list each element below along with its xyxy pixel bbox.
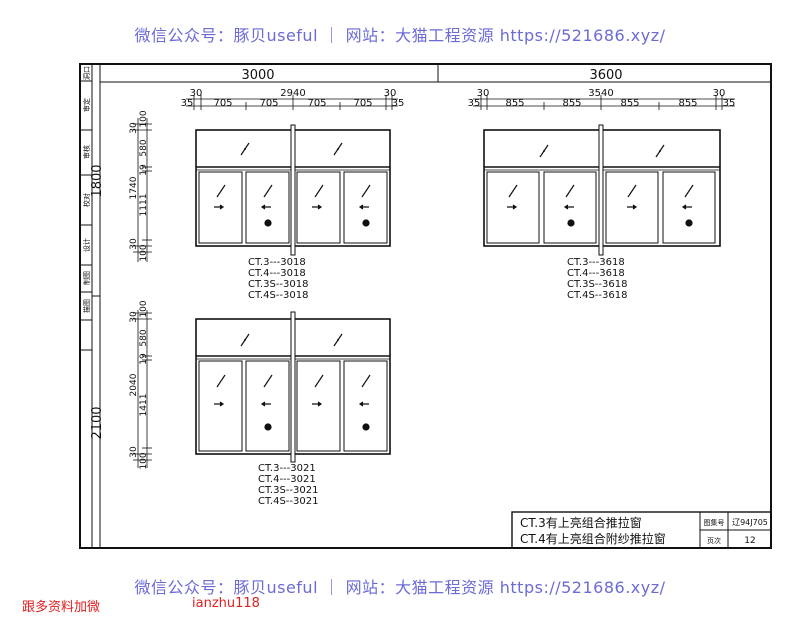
- vdim-3021-2: 30: [129, 311, 139, 323]
- label-3618-1: CT.3---3618: [567, 257, 625, 268]
- strip-label-1: 审定: [82, 98, 91, 112]
- margin-right-3618: 35: [723, 98, 736, 109]
- panel-dim-3018-3: 705: [307, 98, 326, 109]
- vdim-total-3021: 2040: [129, 373, 139, 396]
- offset-right-3018: 30: [384, 88, 397, 99]
- margin-left-3018: 35: [181, 98, 194, 109]
- label-3018-1: CT.3---3018: [248, 257, 306, 268]
- panel-dim-3618-2: 855: [562, 98, 581, 109]
- panel-dim-3018-2: 705: [259, 98, 278, 109]
- offset-right-3618: 30: [713, 88, 726, 99]
- sheet-border: [79, 63, 772, 549]
- vdim-3018-3: 580: [139, 139, 149, 156]
- glass-marks-3018: [214, 142, 371, 227]
- vdim-total-3018: 1740: [129, 176, 139, 199]
- strip-label-4: 设计: [82, 238, 91, 252]
- panel-dim-3018-4: 705: [353, 98, 372, 109]
- promo-text-left: 跟多资料加微: [22, 600, 101, 615]
- atlas-number: 辽94J705: [732, 518, 768, 527]
- glass-marks-3021: [214, 333, 371, 431]
- window-3618: 30 3540 30 35 855 855 855 855 35: [468, 88, 736, 301]
- panel-dim-3018-1: 705: [213, 98, 232, 109]
- label-3618-2: CT.4---3618: [567, 268, 625, 279]
- label-3021-3: CT.3S--3021: [258, 485, 318, 496]
- overall-3618: 3540: [588, 88, 613, 99]
- column-width-3600: 3600: [589, 68, 622, 83]
- label-3021-1: CT.3---3021: [258, 463, 316, 474]
- vdim-3018-5: 1111: [139, 194, 149, 217]
- vdim-3018-2: 30: [129, 122, 139, 134]
- offset-left-3018: 30: [190, 88, 203, 99]
- vdim-3021-1: 100: [139, 300, 149, 317]
- label-3021-4: CT.4S--3021: [258, 496, 318, 507]
- atlas-label: 图集号: [704, 518, 725, 527]
- window-3021: 100 30 580 19 2040 1411 30 100: [129, 300, 391, 507]
- vdim-3021-4: 19: [139, 353, 149, 365]
- strip-label-6: 描图: [82, 299, 91, 313]
- column-width-3000: 3000: [241, 68, 274, 83]
- vdim-3021-6: 30: [129, 446, 139, 458]
- panel-dim-3618-3: 855: [620, 98, 639, 109]
- dim-horizontal-3018: [186, 95, 398, 110]
- title-block: CT.3有上亮组合推拉窗 CT.4有上亮组合附纱推拉窗 图集号 辽94J705 …: [511, 511, 772, 549]
- title-line-2: CT.4有上亮组合附纱推拉窗: [520, 531, 666, 546]
- promo-text-right: ianzhu118: [192, 596, 260, 611]
- vdim-3018-6: 30: [129, 238, 139, 250]
- label-3021-2: CT.4---3021: [258, 474, 316, 485]
- window-3018: 30 2940 30 35 705 705 705 705 35 100 30: [129, 88, 404, 301]
- watermark-top: 微信公众号：豚贝useful ｜ 网站：大猫工程资源 https://52168…: [134, 26, 666, 45]
- margin-right-3018: 35: [392, 98, 405, 109]
- vdim-3021-7: 100: [139, 452, 149, 469]
- strip-label-5: 制图: [82, 271, 91, 285]
- offset-left-3618: 30: [477, 88, 490, 99]
- overall-3018: 2940: [280, 88, 305, 99]
- dim-vertical-3018: [133, 118, 152, 262]
- window-frame-3618: [483, 124, 721, 256]
- label-3618-4: CT.4S--3618: [567, 290, 627, 301]
- strip-label-3: 校对: [82, 193, 91, 207]
- dim-vertical-3021: [133, 310, 152, 468]
- margin-left-3618: 35: [468, 98, 481, 109]
- window-frame-3018: [195, 124, 391, 256]
- row-height-1800: 1800: [90, 164, 105, 197]
- page-label: 页次: [707, 536, 721, 545]
- row-height-2100: 2100: [90, 406, 105, 439]
- vdim-3018-4: 19: [139, 164, 149, 176]
- vdim-3021-3: 580: [139, 329, 149, 346]
- panel-dim-3618-4: 855: [678, 98, 697, 109]
- page-number: 12: [744, 536, 755, 546]
- vdim-3018-7: 100: [139, 244, 149, 261]
- left-strip: 洞口 审定 审核 校对 设计 制图 描图 1800 2100: [80, 64, 105, 548]
- title-line-1: CT.3有上亮组合推拉窗: [520, 515, 642, 530]
- strip-label-2: 审核: [82, 145, 91, 159]
- label-3018-2: CT.4---3018: [248, 268, 306, 279]
- column-header: 3000 3600: [100, 64, 771, 83]
- strip-top-label: 洞口: [82, 66, 91, 80]
- glass-marks-3618: [507, 144, 694, 227]
- window-frame-3021: [195, 311, 391, 463]
- label-3018-4: CT.4S--3018: [248, 290, 308, 301]
- dim-horizontal-3618: [473, 95, 735, 110]
- vdim-3021-5: 1411: [139, 394, 149, 417]
- label-3618-3: CT.3S--3618: [567, 279, 627, 290]
- watermark-bottom: 微信公众号：豚贝useful ｜ 网站：大猫工程资源 https://52168…: [134, 578, 666, 597]
- label-3018-3: CT.3S--3018: [248, 279, 308, 290]
- panel-dim-3618-1: 855: [505, 98, 524, 109]
- vdim-3018-1: 100: [139, 110, 149, 127]
